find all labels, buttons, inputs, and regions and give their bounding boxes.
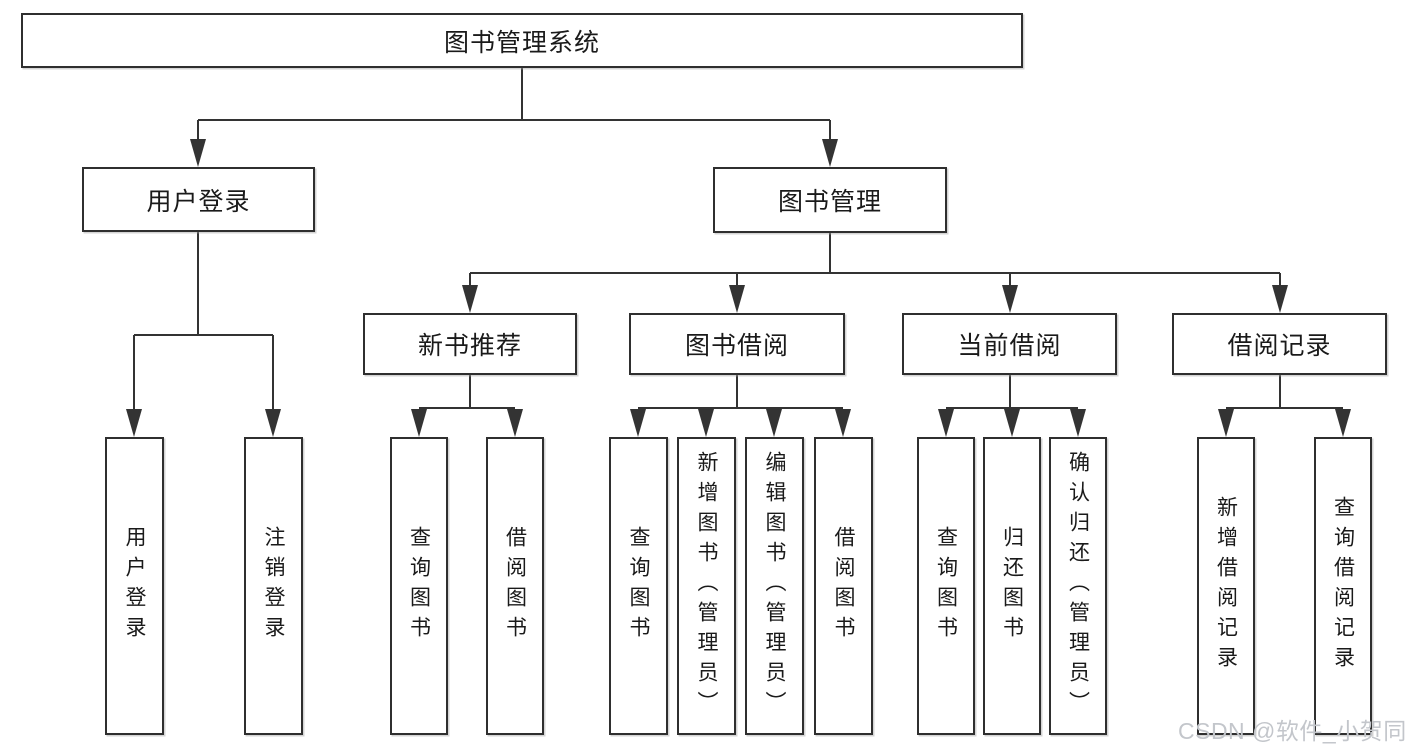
leaf-user-login: 用户登录 bbox=[105, 437, 164, 735]
node-new-books-label: 新书推荐 bbox=[417, 332, 522, 360]
node-current-borrow: 当前借阅 bbox=[902, 313, 1117, 375]
leaf-current-confirm-return-label: 确认归还（管理员） bbox=[1066, 451, 1090, 721]
node-user-login-label: 用户登录 bbox=[146, 187, 251, 216]
leaf-borrow-borrow-label: 借阅图书 bbox=[832, 526, 855, 646]
edges-current-borrow bbox=[938, 375, 1086, 437]
leaf-current-return-label: 归还图书 bbox=[1000, 526, 1024, 646]
leaf-user-login-label: 用户登录 bbox=[123, 526, 146, 646]
node-book-mgmt-label: 图书管理 bbox=[777, 188, 882, 216]
edges-root bbox=[190, 68, 838, 167]
leaf-logout: 注销登录 bbox=[244, 437, 303, 735]
node-root-label: 图书管理系统 bbox=[443, 28, 600, 57]
edges-book-mgmt bbox=[462, 233, 1288, 313]
leaf-borrow-edit-book: 编辑图书（管理员） bbox=[745, 437, 804, 735]
edges-book-borrow bbox=[630, 375, 851, 437]
leaf-newbooks-borrow-label: 借阅图书 bbox=[503, 526, 527, 646]
node-borrow-records: 借阅记录 bbox=[1172, 313, 1387, 375]
node-book-mgmt: 图书管理 bbox=[713, 167, 947, 233]
leaf-records-add: 新增借阅记录 bbox=[1197, 437, 1255, 735]
leaf-current-query-label: 查询图书 bbox=[934, 526, 958, 646]
node-user-login: 用户登录 bbox=[82, 167, 315, 232]
csdn-watermark: CSDN @软件_小贺同学 bbox=[1178, 718, 1405, 744]
leaf-records-query-label: 查询借阅记录 bbox=[1331, 496, 1355, 676]
leaf-borrow-query: 查询图书 bbox=[609, 437, 668, 735]
leaf-newbooks-query-label: 查询图书 bbox=[407, 526, 431, 646]
edges-new-books bbox=[411, 375, 523, 437]
node-new-books: 新书推荐 bbox=[363, 313, 577, 375]
leaf-logout-label: 注销登录 bbox=[262, 526, 285, 646]
node-current-borrow-label: 当前借阅 bbox=[957, 332, 1062, 360]
node-borrow-records-label: 借阅记录 bbox=[1227, 332, 1332, 360]
leaf-current-return: 归还图书 bbox=[983, 437, 1041, 735]
leaf-borrow-edit-book-label: 编辑图书（管理员） bbox=[763, 451, 786, 721]
leaf-newbooks-borrow: 借阅图书 bbox=[486, 437, 544, 735]
edges-user-login bbox=[126, 232, 281, 437]
node-root: 图书管理系统 bbox=[21, 13, 1023, 68]
node-book-borrow-label: 图书借阅 bbox=[684, 332, 789, 360]
leaf-borrow-borrow: 借阅图书 bbox=[814, 437, 873, 735]
leaf-current-query: 查询图书 bbox=[917, 437, 975, 735]
leaf-borrow-add-book: 新增图书（管理员） bbox=[677, 437, 736, 735]
leaf-borrow-query-label: 查询图书 bbox=[627, 526, 650, 646]
leaf-records-add-label: 新增借阅记录 bbox=[1214, 496, 1238, 676]
leaf-borrow-add-book-label: 新增图书（管理员） bbox=[695, 451, 718, 721]
leaf-records-query: 查询借阅记录 bbox=[1314, 437, 1372, 735]
leaf-current-confirm-return: 确认归还（管理员） bbox=[1049, 437, 1107, 735]
node-book-borrow: 图书借阅 bbox=[629, 313, 845, 375]
edges-borrow-records bbox=[1218, 375, 1351, 437]
leaf-newbooks-query: 查询图书 bbox=[390, 437, 448, 735]
